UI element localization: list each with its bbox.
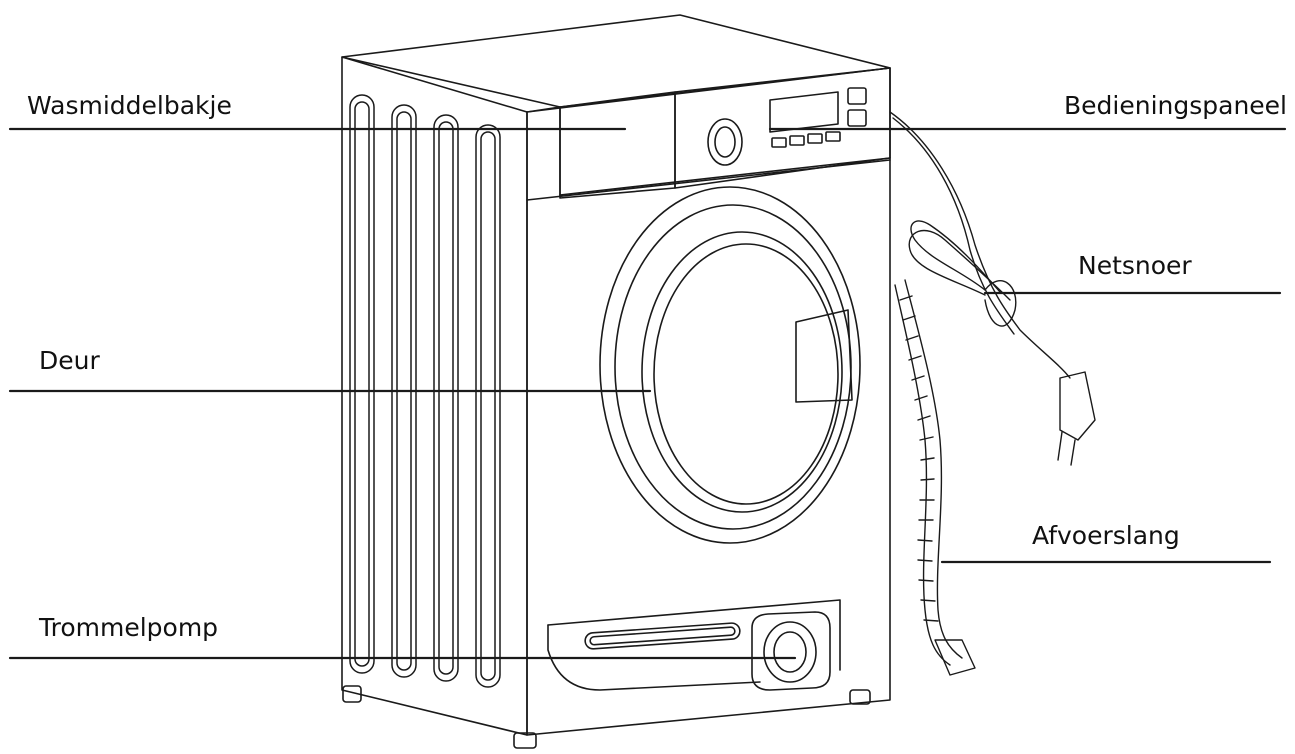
drain-hose-end [934, 639, 976, 676]
drain-hose [894, 279, 976, 676]
machine-cabinet [341, 14, 891, 736]
label-netsnoer: Netsnoer [1078, 251, 1192, 280]
feet [342, 685, 871, 749]
label-deur: Deur [39, 346, 100, 375]
label-trommelpomp: Trommelpomp [39, 613, 219, 642]
detergent-drawer [559, 91, 676, 199]
power-plug [1059, 371, 1096, 441]
leader-lines [8, 127, 1287, 660]
label-wasmiddelbakje: Wasmiddelbakje [27, 91, 232, 120]
cabinet-top [341, 14, 891, 108]
door-handle [795, 309, 853, 403]
display-screen [769, 91, 839, 133]
label-bedieningspaneel: Bedieningspaneel [1064, 91, 1287, 120]
control-panel [674, 67, 891, 189]
cabinet-front [526, 67, 891, 736]
power-cord [889, 111, 1096, 466]
program-knob [707, 118, 743, 166]
plinth [547, 599, 841, 691]
door [599, 186, 861, 544]
cabinet-top-edge [526, 106, 561, 196]
pump-cover [751, 611, 831, 691]
label-afvoerslang: Afvoerslang [1032, 521, 1180, 550]
